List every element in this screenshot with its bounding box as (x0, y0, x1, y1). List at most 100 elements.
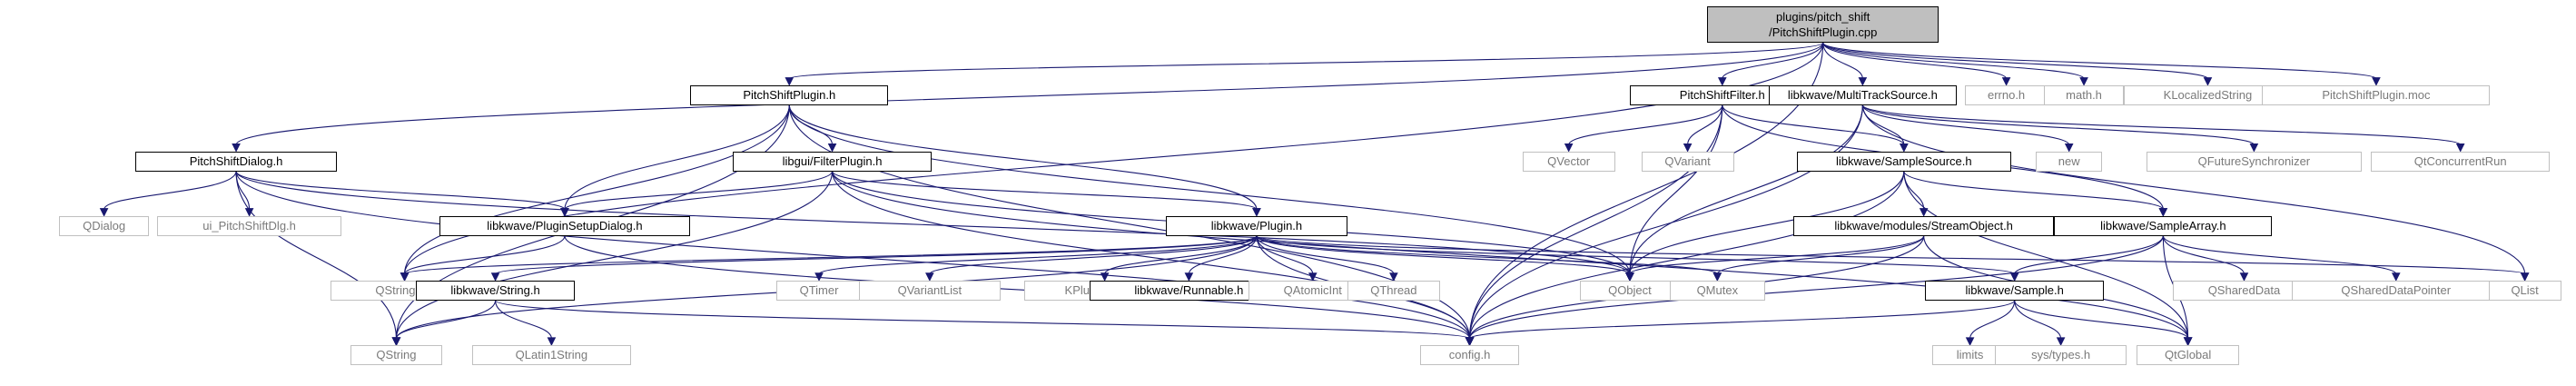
edge-plugin-h-to-string-h (495, 235, 1258, 275)
edge-arrowhead (814, 272, 824, 282)
edge-plugin-h-to-qstringlist (404, 235, 1258, 275)
edge-pitchshiftfilter-h-to-qvector (1568, 104, 1723, 145)
node-qvector[interactable]: QVector (1522, 151, 1615, 172)
edge-multitracksource-h-to-qobject (1629, 104, 1863, 274)
edge-arrowhead (232, 144, 241, 153)
edge-plugin-h-to-qvariantlist (929, 235, 1258, 275)
node-pitchshiftfilter-h[interactable]: PitchShiftFilter.h (1629, 84, 1815, 105)
edge-arrowhead (1717, 77, 1727, 86)
edge-arrowhead (2001, 77, 2011, 86)
edge-filterplugin-h-to-qstring (395, 171, 834, 339)
node-errno-h[interactable]: errno.h (1965, 84, 2048, 105)
edge-arrowhead (2391, 272, 2401, 282)
edge-multitracksource-h-to-qlist (1861, 104, 2526, 274)
edge-pitchshiftfilter-h-to-config-h (1468, 104, 1723, 339)
edge-arrowhead (1252, 208, 1261, 217)
edge-arrowhead (785, 77, 795, 86)
edge-arrowhead (490, 272, 500, 282)
node-samplearray-h[interactable]: libkwave/SampleArray.h (2054, 215, 2273, 236)
node-plugin-h[interactable]: libkwave/Plugin.h (1165, 215, 1347, 236)
node-qshareddatapointer[interactable]: QSharedDataPointer (2292, 280, 2501, 301)
edge-pitchshiftplugin-h-to-qobject (788, 104, 1631, 274)
node-math-h[interactable]: math.h (2044, 84, 2124, 105)
node-qdialog[interactable]: QDialog (59, 215, 149, 236)
edge-streamobject-h-to-qobject (1629, 235, 1925, 275)
edge-pitchshiftdialog-h-to-pluginsetupdialog-h (235, 171, 566, 211)
edge-samplesource-h-to-qobject (1629, 171, 1905, 274)
edge-filterplugin-h-to-qtglobal (832, 171, 2189, 339)
edge-arrowhead (1389, 272, 1398, 282)
edge-arrowhead (1712, 272, 1722, 282)
node-streamobject-h[interactable]: libkwave/modules/StreamObject.h (1792, 215, 2055, 236)
edge-pitchshiftplugin-cpp-to-pitchshiftdialog-h (235, 42, 1824, 145)
edge-arrowhead (1683, 144, 1693, 153)
edge-arrowhead (2203, 77, 2213, 86)
node-qstring[interactable]: QString (350, 344, 443, 365)
node-ui-pitchshiftdlg-h[interactable]: ui_PitchShiftDlg.h (156, 215, 342, 236)
edge-arrowhead (1564, 144, 1574, 153)
node-pluginsetupdialog-h[interactable]: libkwave/PluginSetupDialog.h (439, 215, 691, 236)
edge-plugin-h-to-qthread (1256, 235, 1395, 275)
edge-arrowhead (2009, 272, 2019, 282)
edge-samplesource-h-to-samplearray-h (1903, 171, 2164, 211)
node-config-h[interactable]: config.h (1419, 344, 1520, 365)
edge-samplesource-h-to-qtglobal (1903, 171, 2189, 339)
edge-arrowhead (391, 337, 401, 347)
node-qfuturesynchronizer[interactable]: QFutureSynchronizer (2147, 151, 2362, 172)
edge-plugin-h-to-qmutex (1256, 235, 1718, 275)
node-qvariantlist[interactable]: QVariantList (858, 280, 1002, 301)
edge-plugin-h-to-qlist (1256, 235, 2526, 275)
node-qobject[interactable]: QObject (1580, 280, 1680, 301)
edge-pitchshiftdialog-h-to-qstring (235, 171, 398, 339)
node-qtglobal[interactable]: QtGlobal (2137, 344, 2239, 365)
edge-pitchshiftdialog-h-to-config-h (235, 171, 1471, 339)
edge-samplesource-h-to-config-h (1468, 171, 1905, 339)
edge-pitchshiftdialog-h-to-qdialog (104, 171, 237, 210)
node-qlist[interactable]: QList (2488, 280, 2561, 301)
edge-plugin-h-to-sample-h (1256, 235, 2016, 275)
node-string-h[interactable]: libkwave/String.h (416, 280, 575, 301)
node-filterplugin-h[interactable]: libgui/FilterPlugin.h (733, 151, 932, 172)
edge-multitracksource-h-to-config-h (1468, 104, 1863, 339)
node-qvariant[interactable]: QVariant (1641, 151, 1734, 172)
edge-plugin-h-to-qobject (1256, 235, 1631, 275)
edge-pitchshiftfilter-h-to-qobject (1629, 104, 1723, 274)
node-pitchshiftplugin-h[interactable]: PitchShiftPlugin.h (690, 84, 889, 105)
node-multitracksource-h[interactable]: libkwave/MultiTrackSource.h (1768, 84, 1958, 105)
node-new[interactable]: new (2036, 151, 2103, 172)
root-label-line2: /PitchShiftPlugin.cpp (1769, 25, 1878, 39)
edge-arrowhead (2520, 272, 2530, 282)
node-qtimer[interactable]: QTimer (775, 280, 863, 301)
node-samplesource-h[interactable]: libkwave/SampleSource.h (1796, 151, 2012, 172)
edge-arrowhead (925, 272, 934, 282)
edge-arrowhead (1965, 337, 1975, 347)
edge-arrowhead (1100, 272, 1110, 282)
node-qtconcurrentrun[interactable]: QtConcurrentRun (2371, 151, 2550, 172)
node-qthread[interactable]: QThread (1347, 280, 1440, 301)
edge-sample-h-to-qtglobal (2014, 300, 2189, 340)
node-runnable-h[interactable]: libkwave/Runnable.h (1090, 280, 1288, 301)
edge-arrowhead (2056, 337, 2066, 347)
edge-arrowhead (1919, 208, 1929, 217)
edge-plugin-h-to-qatomicint (1256, 235, 1314, 274)
edge-arrowhead (1465, 337, 1475, 347)
edge-samplesource-h-to-streamobject-h (1903, 171, 1925, 210)
edge-arrowhead (2372, 77, 2381, 86)
node-sample-h[interactable]: libkwave/Sample.h (1925, 280, 2104, 301)
edge-multitracksource-h-to-qtconcurrentrun (1861, 104, 2462, 146)
node-qshareddata[interactable]: QSharedData (2173, 280, 2315, 301)
edge-arrowhead (99, 208, 109, 217)
node-qlatin1string[interactable]: QLatin1String (472, 344, 631, 365)
edge-samplearray-h-to-sample-h (2014, 235, 2164, 275)
node-qmutex[interactable]: QMutex (1669, 280, 1766, 301)
node-klocalizedstring[interactable]: KLocalizedString (2123, 84, 2293, 105)
node-sys-types-h[interactable]: sys/types.h (1994, 344, 2127, 365)
edge-pitchshiftplugin-cpp-to-pitchshiftplugin-moc (1822, 42, 2377, 80)
node-pitchshiftplugin-moc[interactable]: PitchShiftPlugin.moc (2262, 84, 2491, 105)
node-pitchshiftplugin-cpp[interactable]: plugins/pitch_shift /PitchShiftPlugin.cp… (1707, 5, 1939, 43)
edge-arrowhead (400, 272, 410, 282)
edge-arrowhead (2183, 337, 2193, 347)
edge-filterplugin-h-to-pluginsetupdialog-h (564, 171, 834, 211)
node-pitchshiftdialog-h[interactable]: PitchShiftDialog.h (135, 151, 337, 172)
